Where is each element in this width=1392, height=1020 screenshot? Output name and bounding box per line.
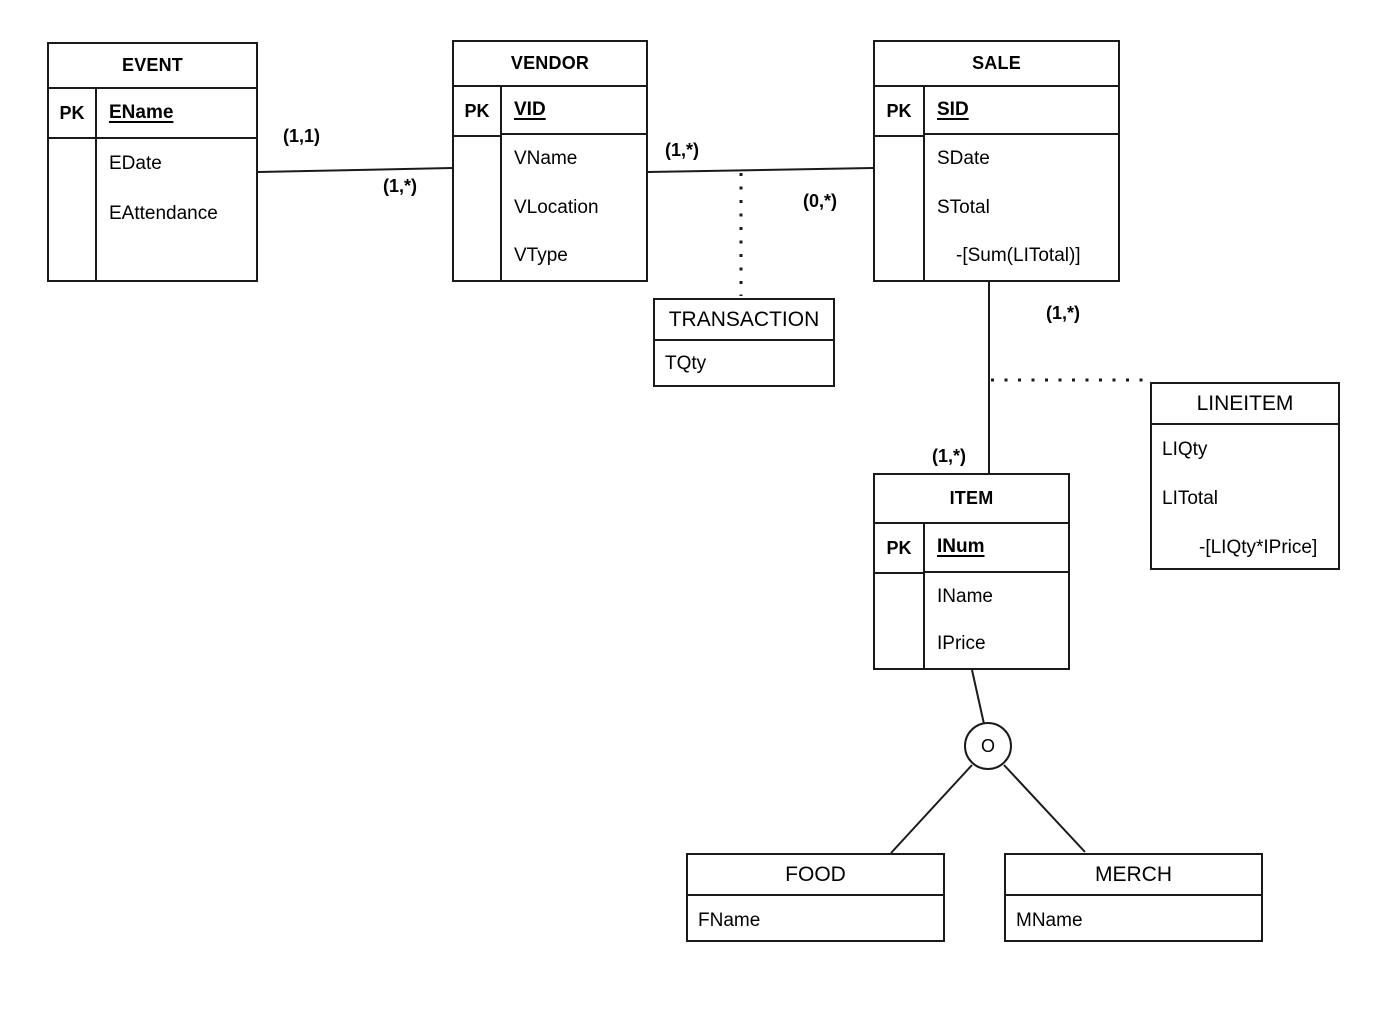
connector-subtype-merch [1003,764,1086,853]
entity-lineitem[interactable]: LINEITEM LIQty LITotal -[LIQty*IPrice] [1150,382,1340,570]
cardinality-sale-item-bottom: (1,*) [932,446,967,466]
item-attr-iname: IName [937,585,993,607]
cardinality-event-vendor-left: (1,1) [283,126,321,146]
event-pk-attr: EName [97,89,256,139]
vendor-attr-vname: VName [514,148,578,170]
vendor-pk-label: PK [454,87,500,137]
item-pk-label: PK [875,524,923,574]
lineitem-attr-liqty: LIQty [1162,438,1208,460]
merch-title: MERCH [1006,855,1261,896]
vendor-attr-vtype: VType [514,244,568,266]
transaction-title: TRANSACTION [655,300,833,341]
vendor-attr-vlocation: VLocation [514,196,599,218]
item-pk-attr: INum [925,524,1068,573]
cardinality-vendor-sale-right: (0,*) [803,191,838,211]
event-title: EVENT [49,44,256,89]
entity-transaction[interactable]: TRANSACTION TQty [653,298,835,387]
lineitem-attr-derived-product: -[LIQty*IPrice] [1199,536,1318,558]
cardinality-vendor-sale-left: (1,*) [665,140,700,160]
subtype-circle[interactable] [964,722,1012,770]
lineitem-attr-litotal: LITotal [1162,487,1218,509]
entity-vendor[interactable]: VENDOR PK VID VName VLocation VType [452,40,648,282]
entity-food[interactable]: FOOD FName [686,853,945,942]
sale-pk-attr: SID [925,87,1118,136]
lineitem-title: LINEITEM [1152,384,1338,425]
event-attr-edate: EDate [109,153,162,174]
sale-attr-sdate: SDate [937,148,990,170]
cardinality-event-vendor-right: (1,*) [383,176,418,196]
subtype-overlap-symbol: O [980,736,995,756]
merch-attr-mname: MName [1016,909,1083,931]
entity-merch[interactable]: MERCH MName [1004,853,1263,942]
sale-attr-derived-sum: -[Sum(LITotal)] [956,244,1081,266]
event-pk-label: PK [49,89,95,139]
sale-title: SALE [875,42,1118,87]
cardinality-sale-item-top: (1,*) [1046,303,1081,323]
transaction-attr-tqty: TQty [665,353,707,374]
food-attr-fname: FName [698,909,761,931]
entity-sale[interactable]: SALE PK SID SDate STotal -[Sum(LITotal)] [873,40,1120,282]
entity-event[interactable]: EVENT PK EName EDate EAttendance [47,42,258,282]
item-attr-iprice: IPrice [937,633,986,655]
connector-item-subtype [971,669,985,725]
vendor-pk-attr: VID [502,87,646,136]
entity-item[interactable]: ITEM PK INum IName IPrice [873,473,1070,670]
event-attr-eattendance: EAttendance [109,203,218,224]
item-title: ITEM [875,475,1068,524]
connector-vendor-sale [647,167,874,173]
sale-pk-label: PK [875,87,923,137]
sale-attr-stotal: STotal [937,196,990,218]
food-title: FOOD [688,855,943,896]
vendor-title: VENDOR [454,42,646,87]
connector-event-vendor [257,167,453,173]
connector-subtype-food [890,764,973,854]
